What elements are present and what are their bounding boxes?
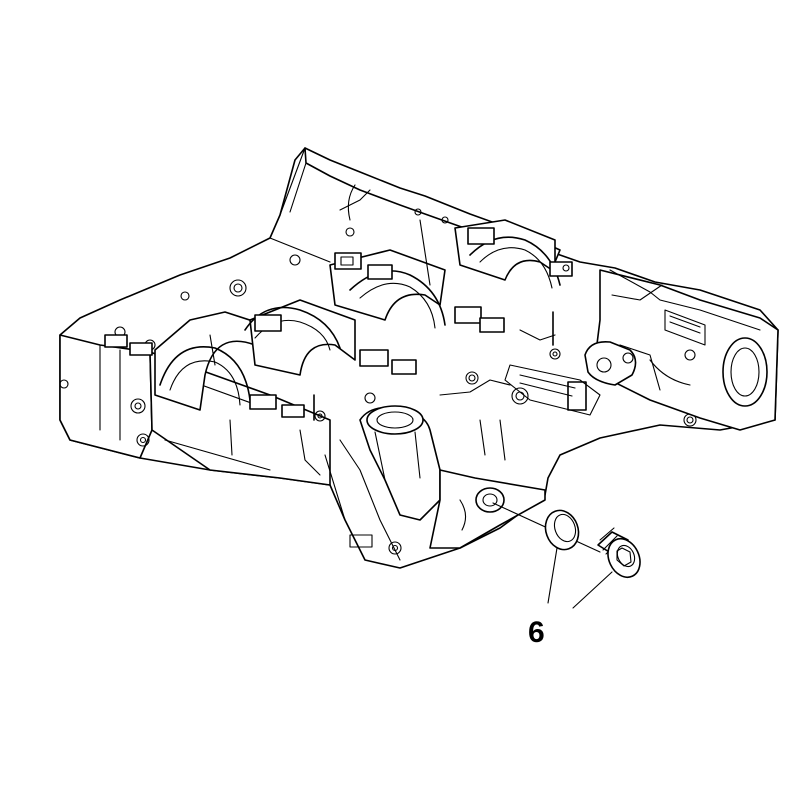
drain-boss-assembly xyxy=(324,405,546,561)
dowel-pins xyxy=(313,311,554,421)
oil-drain-plug-seal-ring xyxy=(544,509,580,551)
oil-gallery-boss xyxy=(504,340,637,416)
callout-leaders xyxy=(547,547,613,609)
right-end-cover xyxy=(594,269,779,431)
oil-drain-plug xyxy=(597,527,641,579)
internal-ribs xyxy=(209,184,556,476)
bolt-pads xyxy=(104,227,587,418)
callout-number: 6 xyxy=(528,616,545,649)
crankcase-housing xyxy=(59,147,779,569)
